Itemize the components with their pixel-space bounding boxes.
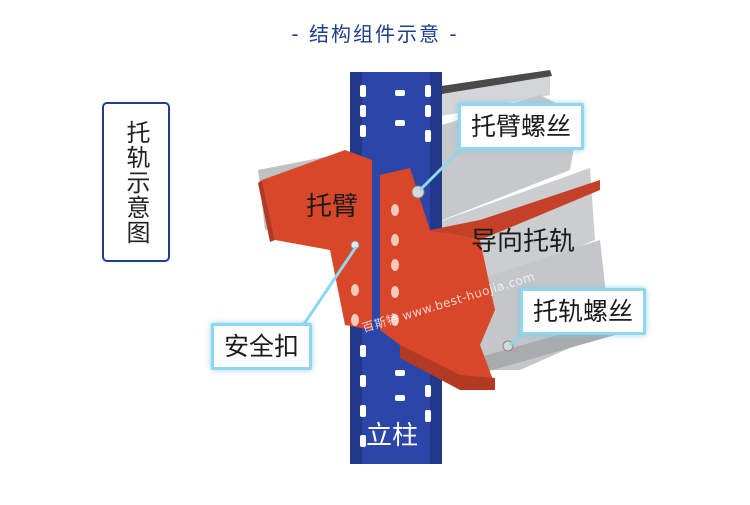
upright-hole [395,90,405,96]
upright-hole [425,385,431,397]
arm-left-edge [258,180,275,242]
upright-hole [360,345,366,357]
upright-hole [360,105,366,117]
arm-hole [391,204,399,216]
upright-hole [425,130,431,142]
arm-main-top [430,180,600,240]
label-safety-clip: 安全扣 [211,323,313,370]
label-upright: 立柱 [366,421,419,451]
arm-hole [391,234,399,246]
label-arm-screw: 托臂螺丝 [458,103,585,150]
arm-hole [391,314,399,326]
arm-left-plate [262,150,372,330]
label-arm: 托臂 [306,192,359,222]
side-label-box: 托轨示意图 [102,102,170,262]
upright-hole [360,435,366,447]
safety-clip-leader [298,246,358,331]
arm-holes [351,204,399,326]
upright-hole [425,105,431,117]
upright-hole [360,405,366,417]
upright-holes [360,85,431,447]
upright-hole [425,85,431,97]
arm-hole [391,259,399,271]
label-rail-screw: 托轨螺丝 [520,288,647,335]
upright-hole [425,410,431,422]
upright-hole [360,375,366,387]
side-label: 托轨示意图 [122,119,150,245]
arm-main [380,168,495,390]
arm-hole [391,286,399,298]
upright-hole [395,370,405,376]
upright-hole [395,395,405,401]
arm-hole [351,284,359,296]
page-title: - 结构组件示意 - [291,22,459,46]
upright-hole [360,125,366,137]
upright-hole [395,120,405,126]
arm-hole [351,314,359,326]
label-guide-rail: 导向托轨 [471,227,576,257]
arm-bottom-lip [400,345,495,390]
upright-hole [360,85,366,97]
